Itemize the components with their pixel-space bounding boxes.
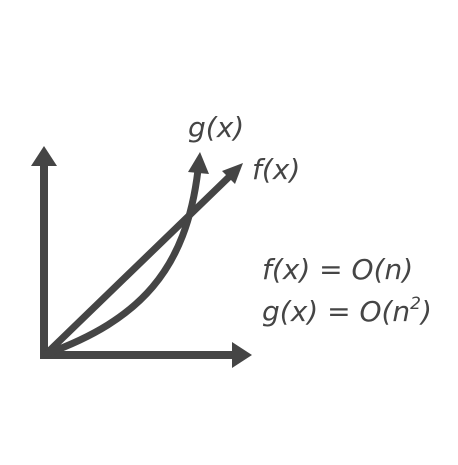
f-curve-arrowhead <box>222 163 243 184</box>
f-curve-label: f(x) <box>252 153 300 186</box>
f-curve <box>42 172 234 358</box>
g-curve <box>42 166 202 358</box>
equation-g-close: ) <box>419 295 432 328</box>
equation-g: g(x) = O(n2) <box>262 294 432 328</box>
equation-g-exponent: 2 <box>410 294 421 314</box>
g-curve-label: g(x) <box>188 111 244 144</box>
g-curve-arrowhead <box>188 152 209 174</box>
x-axis-arrowhead <box>232 342 252 368</box>
y-axis-arrowhead <box>31 146 57 166</box>
equation-f: f(x) = O(n) <box>262 253 413 286</box>
equation-g-main: g(x) = O(n <box>262 295 410 328</box>
